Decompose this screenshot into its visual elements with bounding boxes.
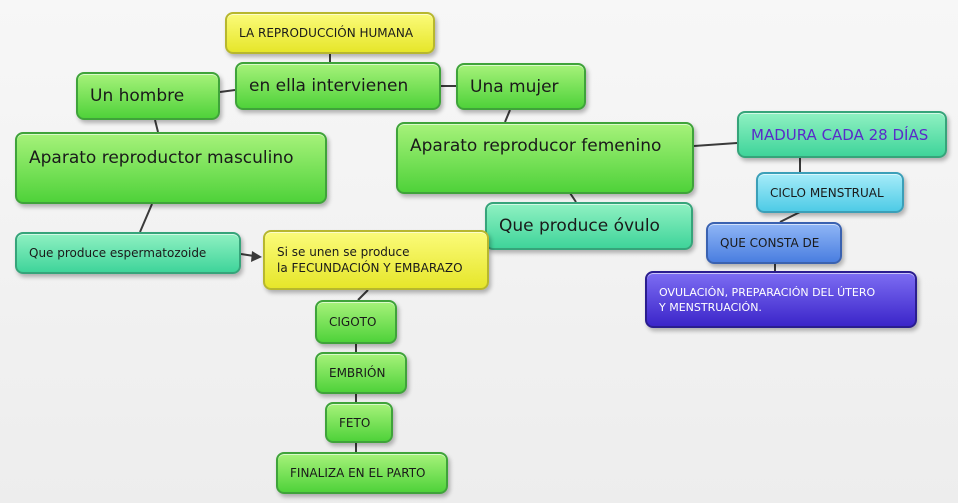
link-intervienen-hombre bbox=[219, 89, 236, 93]
node-aparato-femenino[interactable]: Aparato reproducor femenino bbox=[396, 122, 694, 194]
node-ovulacion-utero-menstruacion[interactable]: OVULACIÓN, PREPARACIÓN DEL ÚTERO Y MENST… bbox=[645, 271, 917, 328]
node-un-hombre[interactable]: Un hombre bbox=[76, 72, 220, 120]
node-que-consta-de[interactable]: QUE CONSTA DE bbox=[706, 222, 842, 264]
node-reproduccion-humana[interactable]: LA REPRODUCCIÓN HUMANA bbox=[225, 12, 435, 54]
link-femenino-ovulo bbox=[569, 192, 577, 203]
node-en-ella-intervienen[interactable]: en ella intervienen bbox=[235, 62, 441, 110]
node-feto[interactable]: FETO bbox=[325, 402, 393, 443]
node-ciclo-menstrual[interactable]: CICLO MENSTRUAL bbox=[756, 172, 904, 213]
link-hombre-masculino bbox=[154, 119, 159, 133]
node-aparato-masculino[interactable]: Aparato reproductor masculino bbox=[15, 132, 327, 204]
node-madura-28-dias[interactable]: MADURA CADA 28 DÍAS bbox=[737, 111, 947, 158]
node-finaliza-parto[interactable]: FINALIZA EN EL PARTO bbox=[276, 452, 448, 494]
link-fecundacion-cigoto bbox=[357, 289, 369, 301]
link-masculino-espermatozoide bbox=[139, 203, 153, 233]
link-ciclo-consta bbox=[779, 211, 801, 223]
node-produce-espermatozoide[interactable]: Que produce espermatozoide bbox=[15, 232, 241, 274]
node-una-mujer[interactable]: Una mujer bbox=[456, 63, 586, 110]
node-embrion[interactable]: EMBRIÓN bbox=[315, 352, 407, 394]
link-mujer-femenino bbox=[504, 109, 511, 123]
link-femenino-madura bbox=[693, 142, 738, 147]
node-produce-ovulo[interactable]: Que produce óvulo bbox=[485, 202, 693, 250]
arrow-head bbox=[251, 251, 262, 262]
node-fecundacion-embarazo[interactable]: Si se unen se produce la FECUNDACIÓN Y E… bbox=[263, 230, 489, 290]
node-cigoto[interactable]: CIGOTO bbox=[315, 300, 397, 344]
